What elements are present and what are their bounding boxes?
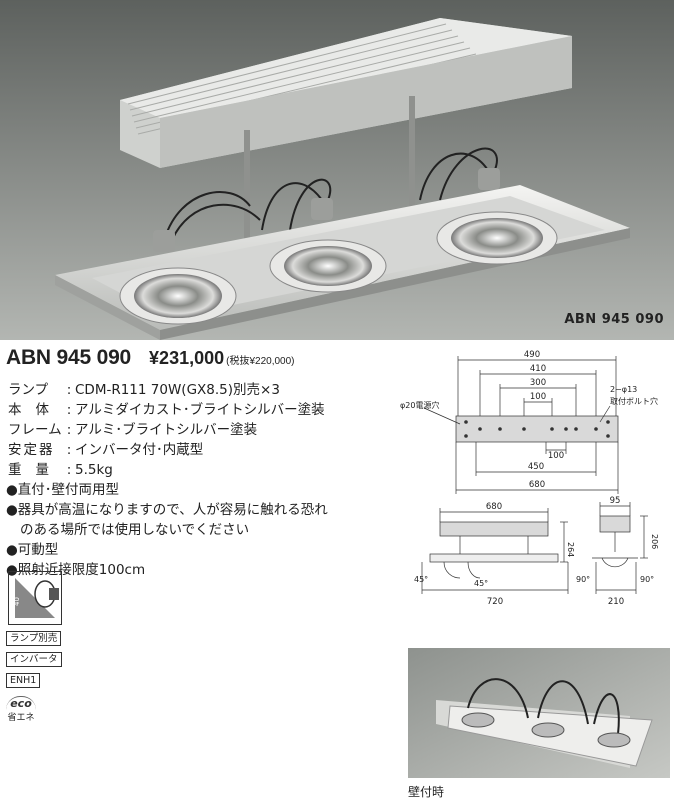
- dim-680: 680: [529, 480, 545, 490]
- notes-list: ●直付･壁付両用型 ●器具が高温になりますので、人が容易に触れる恐れのある場所で…: [6, 480, 336, 580]
- spec-value: 5.5kg: [75, 462, 113, 478]
- product-photo: [0, 0, 674, 340]
- spec-row: 安定器:インバータ付･内蔵型: [8, 440, 325, 460]
- spec-colon: :: [66, 462, 72, 478]
- spec-list: ランプ:CDM-R111 70W(GX8.5)別売×3 本体:アルミダイカスト･…: [8, 380, 325, 480]
- spec-label-text: 本体: [8, 402, 63, 418]
- spec-label-text: 重量: [8, 462, 63, 478]
- spec-row: 本体:アルミダイカスト･ブライトシルバー塗装: [8, 400, 325, 420]
- eco-mark: eco: [6, 696, 36, 710]
- spec-label-text: フレーム: [8, 422, 62, 438]
- spec-colon: :: [66, 402, 72, 418]
- price-value: ¥231,000: [149, 348, 225, 368]
- end-angle-left: 90°: [576, 575, 590, 584]
- end-angle-right: 90°: [640, 575, 654, 584]
- dim-410: 410: [530, 364, 546, 374]
- product-header: ABN 945 090 ¥231,000(税抜¥220,000): [6, 346, 295, 370]
- dim-206: 206: [650, 534, 659, 549]
- dimension-drawing: 490 410 300 100 φ20電源穴 2−φ13 取付ボルト穴 100 …: [400, 346, 674, 640]
- spec-label: フレーム: [8, 420, 63, 440]
- spec-colon: :: [66, 422, 72, 438]
- dim-210: 210: [608, 597, 624, 607]
- angle-left: 45°: [414, 575, 428, 584]
- price: ¥231,000(税抜¥220,000): [149, 348, 294, 369]
- dim-100-bottom: 100: [548, 451, 564, 461]
- spec-label: 本体: [8, 400, 63, 420]
- badge-enh1: ENH1: [6, 673, 41, 688]
- badge-lamp-sold-separately: ランプ別売: [6, 631, 62, 646]
- beam-angle-icon: 40: [8, 571, 62, 625]
- spec-colon: :: [66, 382, 72, 398]
- note-item: ●器具が高温になりますので、人が容易に触れる恐れのある場所では使用しないでくださ…: [6, 502, 328, 538]
- spec-row: 重量:5.5kg: [8, 460, 325, 480]
- spec-label: 安定器: [8, 440, 63, 460]
- spec-colon: :: [66, 442, 72, 458]
- price-tax: (税抜¥220,000): [226, 356, 295, 367]
- eco-badge: eco 省エネ: [6, 696, 36, 723]
- dim-450: 450: [528, 462, 544, 472]
- angle-right: 45°: [474, 579, 488, 588]
- spec-label: ランプ: [8, 380, 63, 400]
- note-item: ●直付･壁付両用型: [6, 482, 120, 498]
- model-number: ABN 945 090: [6, 346, 132, 369]
- power-hole-label: φ20電源穴: [400, 400, 439, 410]
- dim-490: 490: [524, 350, 540, 360]
- dim-95: 95: [610, 496, 621, 506]
- spec-value: インバータ付･内蔵型: [75, 442, 204, 458]
- dim-100-top: 100: [530, 392, 546, 402]
- mount-hole-label-2: 取付ボルト穴: [610, 396, 658, 406]
- mount-hole-label-1: 2−φ13: [610, 385, 637, 394]
- note-item: ●可動型: [6, 542, 59, 558]
- spec-label-text: 安定器: [8, 442, 55, 458]
- eco-label: 省エネ: [7, 713, 35, 723]
- spec-row: フレーム:アルミ･ブライトシルバー塗装: [8, 420, 325, 440]
- dim-720: 720: [487, 597, 503, 607]
- beam-angle-label: 40: [13, 597, 21, 606]
- spec-label: 重量: [8, 460, 63, 480]
- dim-300: 300: [530, 378, 546, 388]
- wall-mount-photo: [408, 648, 670, 778]
- spec-label-text: ランプ: [8, 382, 49, 398]
- photo-caption: ABN 945 090: [564, 312, 664, 327]
- spec-value: アルミ･ブライトシルバー塗装: [75, 422, 258, 438]
- dim-264: 264: [566, 542, 575, 557]
- spec-value: CDM-R111 70W(GX8.5)別売×3: [75, 382, 280, 398]
- badge-inverter: インバータ: [6, 652, 62, 667]
- wall-mount-caption: 壁付時: [408, 785, 445, 799]
- dim-side-680: 680: [486, 502, 502, 512]
- note-item: ●照射近接限度100cm: [6, 562, 146, 578]
- spec-value: アルミダイカスト･ブライトシルバー塗装: [75, 402, 325, 418]
- spec-row: ランプ:CDM-R111 70W(GX8.5)別売×3: [8, 380, 325, 400]
